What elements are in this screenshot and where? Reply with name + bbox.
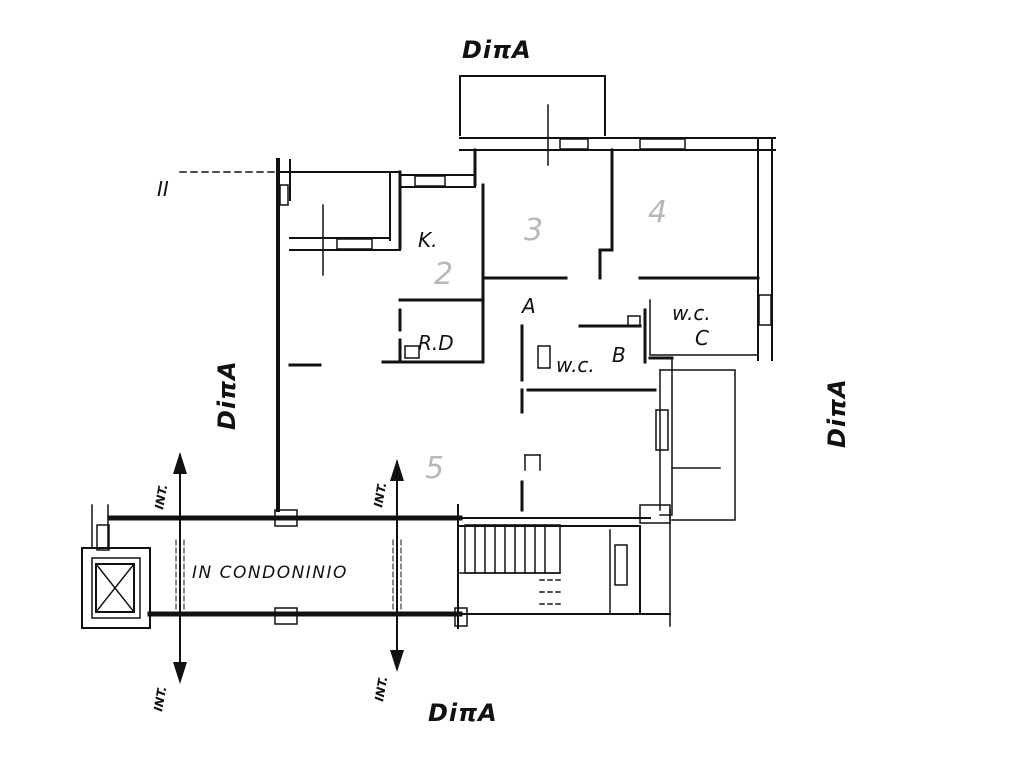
fixtures (404, 315, 641, 369)
stairs (459, 524, 561, 605)
condominio-label: IN CONDONINIO (192, 563, 348, 583)
int-label-3: INT. (151, 685, 169, 712)
outer-walls (276, 137, 776, 512)
windows (96, 138, 772, 586)
ditta-right-label: DiπA (823, 378, 851, 448)
section-marker-label: II (157, 177, 169, 201)
room-rd-label: R.D (418, 331, 454, 355)
room-c-label: C (695, 326, 709, 350)
ditta-left-label: DiπA (213, 360, 241, 430)
arrowheads (173, 452, 404, 684)
room-number-2: 2 (434, 257, 453, 292)
ditta-bottom-label: DiπA (428, 699, 498, 727)
room-number-4: 4 (648, 195, 667, 230)
int-arrows (175, 454, 402, 681)
interior-walls (288, 148, 760, 512)
ditta-top-label: DiπA (462, 36, 532, 64)
door-marks (322, 104, 549, 471)
room-number-3: 3 (524, 213, 543, 248)
corridor-walls (107, 504, 671, 629)
room-a-label: A (520, 294, 536, 318)
wc-c-outline (649, 299, 759, 521)
lift (81, 504, 151, 629)
wc-c-label: w.c. (672, 301, 711, 325)
int-label-4: INT. (372, 675, 390, 702)
wc-b-label: w.c. (556, 353, 595, 377)
room-number-5: 5 (425, 451, 444, 486)
int-label-2: INT. (371, 481, 389, 508)
top-balcony (459, 75, 606, 136)
int-label-1: INT. (152, 483, 170, 510)
room-k-label: K. (418, 228, 437, 252)
room-b-label: B (612, 343, 626, 367)
